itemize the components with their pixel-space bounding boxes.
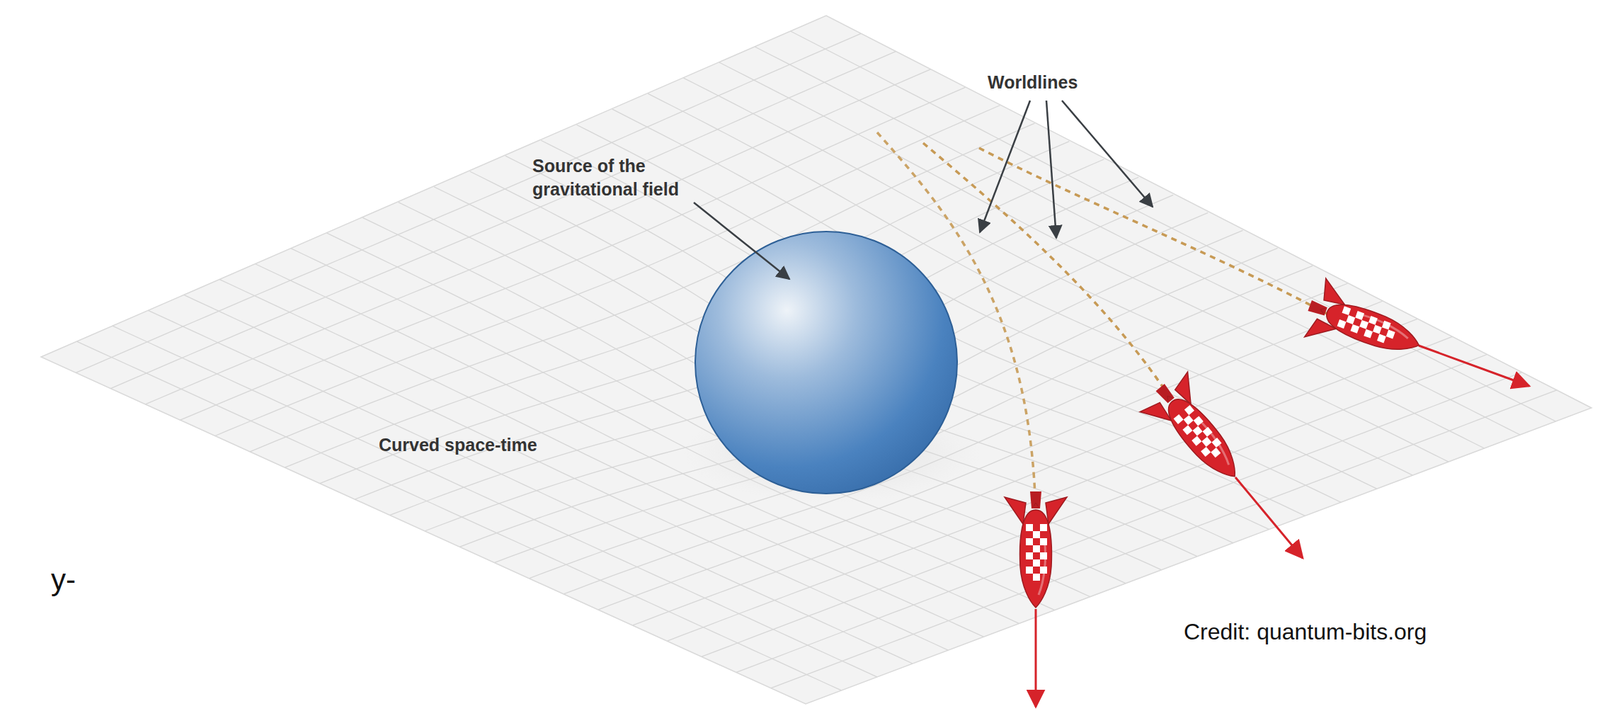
- leader-arrow: [693, 100, 1153, 279]
- grid-line: [470, 171, 1234, 544]
- grid-line: [390, 194, 1174, 515]
- grid-line: [284, 141, 1070, 468]
- mass-sphere: [695, 231, 958, 494]
- grid-line: [433, 186, 1198, 557]
- worldlines: [877, 132, 1330, 496]
- motion-arrow: [1035, 345, 1530, 707]
- grid-line: [564, 283, 1348, 594]
- grid-line: [505, 155, 1269, 529]
- credit-note: Credit: quantum-bits.org: [1183, 617, 1427, 648]
- space-time-plane: [41, 15, 1592, 704]
- grid-line: [424, 212, 1208, 531]
- grid-line: [576, 124, 1341, 502]
- worldlines-label: Worldlines: [987, 70, 1078, 95]
- slide-fragment: y-: [50, 560, 76, 600]
- source-label: Source of the gravitational field: [532, 154, 731, 201]
- space-time-grid: [75, 31, 1557, 691]
- grid-line: [460, 230, 1244, 547]
- plane-label: Curved space-time: [378, 433, 538, 457]
- grid-line: [362, 217, 1126, 583]
